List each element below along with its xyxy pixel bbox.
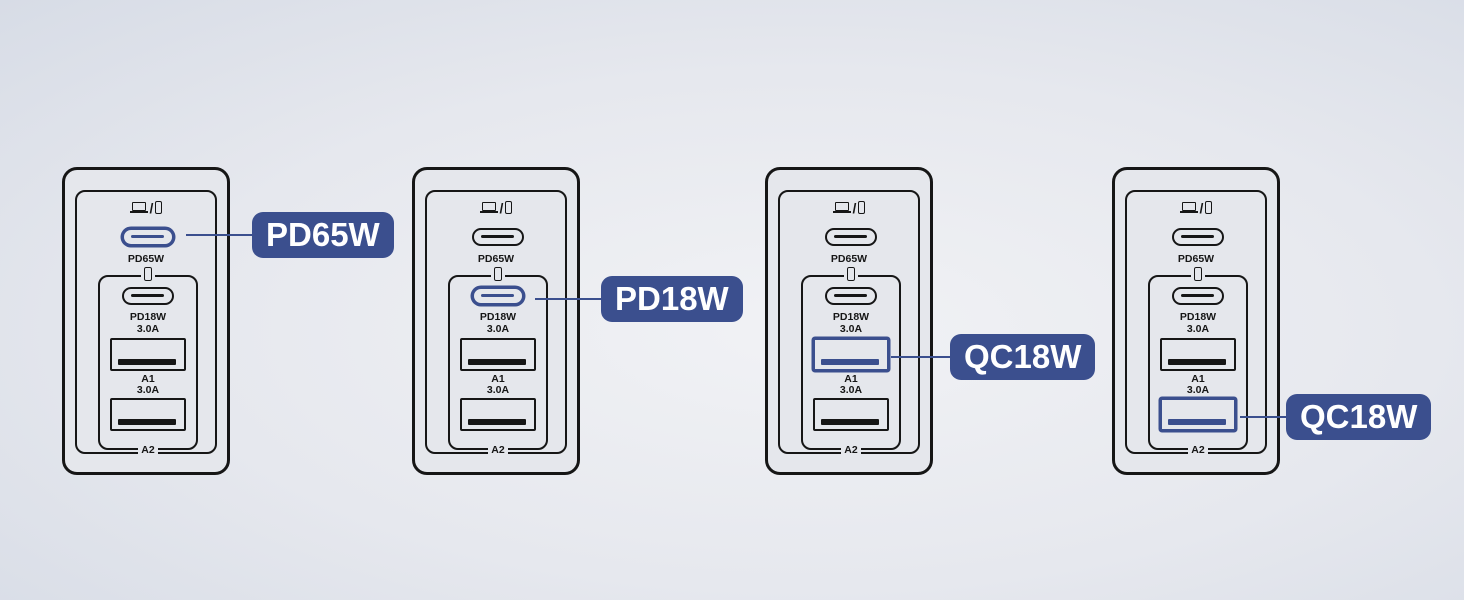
a1-label: A1 (491, 373, 505, 385)
phone-icon (858, 201, 866, 214)
usb-c1-port (122, 228, 174, 246)
usb-a1-port (1160, 338, 1236, 371)
usb-c2-port (122, 287, 174, 305)
a2-label: A2 (450, 444, 546, 456)
charger-face: / PD65W PD18W 3.0A A1 3.0A A2 (1125, 190, 1267, 456)
callout-connector (535, 298, 605, 300)
charger-face: / PD65W PD18W 3.0A A1 3.0A A2 (425, 190, 567, 456)
device-icons: / (77, 200, 215, 216)
a2-label: A2 (803, 444, 899, 456)
phone-icon (1191, 264, 1205, 284)
c2-label: PD18W (479, 311, 517, 323)
c1-label: PD65W (1177, 253, 1215, 265)
charger-1: / PD65W PD18W 3.0A A1 3.0A A2 (62, 167, 230, 475)
a2-label: A2 (100, 444, 196, 456)
a1-label: A1 (844, 373, 858, 385)
inner-port-group: PD18W 3.0A A1 3.0A A2 (98, 264, 198, 456)
callout-badge: PD18W (601, 276, 743, 322)
c1-label: PD65W (127, 253, 165, 265)
inner-port-group: PD18W 3.0A A1 3.0A A2 (1148, 264, 1248, 456)
c2-label: PD18W (1179, 311, 1217, 323)
a1-current-label: 3.0A (1186, 323, 1210, 335)
usb-a2-port (460, 398, 536, 431)
inner-port-group: PD18W 3.0A A1 3.0A A2 (801, 264, 901, 456)
callout-connector (1240, 416, 1290, 418)
phone-icon (844, 264, 858, 284)
usb-a2-port (1160, 398, 1236, 431)
slash: / (1199, 200, 1204, 216)
c2-label: PD18W (832, 311, 870, 323)
charger-face: / PD65W PD18W 3.0A A1 3.0A A2 (778, 190, 920, 456)
inner-port-group: PD18W 3.0A A1 3.0A A2 (448, 264, 548, 456)
phone-icon (491, 264, 505, 284)
charger-face: / PD65W PD18W 3.0A A1 3.0A A2 (75, 190, 217, 456)
c2-label: PD18W (129, 311, 167, 323)
phone-icon (1205, 201, 1213, 214)
a2-label: A2 (1150, 444, 1246, 456)
usb-a2-port (110, 398, 186, 431)
a1-label: A1 (1191, 373, 1205, 385)
usb-a1-port (813, 338, 889, 371)
laptop-icon (1179, 202, 1198, 213)
laptop-icon (129, 202, 148, 213)
usb-c1-port (1172, 228, 1224, 246)
a1-current-label: 3.0A (839, 323, 863, 335)
phone-icon (505, 201, 513, 214)
usb-a1-port (110, 338, 186, 371)
device-icons: / (427, 200, 565, 216)
charger-4: / PD65W PD18W 3.0A A1 3.0A A2 (1112, 167, 1280, 475)
callout-connector (891, 356, 951, 358)
a1-label: A1 (141, 373, 155, 385)
a2-current-label: 3.0A (486, 384, 510, 396)
phone-icon (141, 264, 155, 284)
laptop-icon (832, 202, 851, 213)
usb-c1-port (472, 228, 524, 246)
laptop-icon (479, 202, 498, 213)
c1-label: PD65W (830, 253, 868, 265)
usb-c1-port (825, 228, 877, 246)
phone-icon (155, 201, 163, 214)
callout-badge: QC18W (950, 334, 1096, 380)
callout-badge: QC18W (1286, 394, 1432, 440)
usb-c2-port (1172, 287, 1224, 305)
device-icons: / (780, 200, 918, 216)
slash: / (149, 200, 154, 216)
usb-c2-port (472, 287, 524, 305)
callout-connector (186, 234, 256, 236)
c1-label: PD65W (477, 253, 515, 265)
charger-2: / PD65W PD18W 3.0A A1 3.0A A2 (412, 167, 580, 475)
slash: / (852, 200, 857, 216)
a2-current-label: 3.0A (1186, 384, 1210, 396)
usb-c2-port (825, 287, 877, 305)
a1-current-label: 3.0A (486, 323, 510, 335)
device-icons: / (1127, 200, 1265, 216)
a1-current-label: 3.0A (136, 323, 160, 335)
slash: / (499, 200, 504, 216)
charger-3: / PD65W PD18W 3.0A A1 3.0A A2 (765, 167, 933, 475)
usb-a2-port (813, 398, 889, 431)
usb-a1-port (460, 338, 536, 371)
callout-badge: PD65W (252, 212, 394, 258)
a2-current-label: 3.0A (136, 384, 160, 396)
a2-current-label: 3.0A (839, 384, 863, 396)
